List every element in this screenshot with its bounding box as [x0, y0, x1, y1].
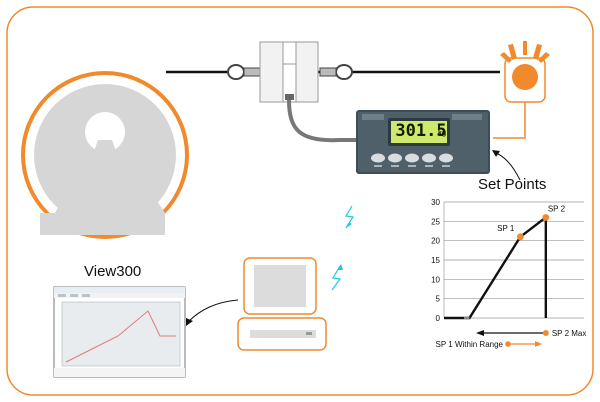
- computer-monitor-icon: [243, 257, 317, 315]
- load-cell-icon: [227, 41, 353, 103]
- beacon-wire: [493, 102, 526, 139]
- y-tick-label: 30: [431, 198, 440, 207]
- sp2-max-marker: [542, 330, 549, 336]
- cable-reel-icon: [21, 71, 189, 239]
- y-tick-label: 5: [436, 295, 441, 304]
- indicator-display-unit: kg: [438, 130, 447, 137]
- set-point-label: SP 1: [497, 224, 515, 233]
- set-point-label: SP 2: [548, 204, 566, 213]
- load-cell-cable: [287, 99, 356, 143]
- wireless-signal-icon-2: [331, 265, 342, 291]
- view300-label: View300: [84, 263, 142, 280]
- view300-window: [53, 286, 186, 378]
- y-tick-label: 20: [431, 237, 440, 246]
- y-tick-label: 15: [431, 256, 440, 265]
- view300-arrowhead: [186, 318, 193, 326]
- sp2-max-arrowhead: [476, 330, 484, 336]
- set-point-marker: [542, 214, 550, 221]
- y-tick-label: 10: [431, 275, 440, 284]
- sp1-range-arrowhead: [535, 341, 542, 347]
- set-points-label: Set Points: [478, 176, 547, 193]
- indicator-display-value: 301.5: [395, 121, 447, 141]
- y-tick-label: 0: [436, 314, 441, 323]
- set-points-arrowhead: [492, 150, 500, 157]
- computer-base-icon: [237, 317, 327, 351]
- sp2-max-label: SP 2 Max: [552, 329, 587, 338]
- view300-arrow: [187, 299, 239, 323]
- wireless-arrowhead: [346, 222, 352, 228]
- sp1-range-label: SP 1 Within Range: [436, 340, 504, 349]
- weight-indicator-icon: [356, 110, 490, 174]
- wireless-arrowhead-2: [337, 264, 343, 270]
- y-tick-label: 25: [431, 217, 440, 226]
- set-points-chart: 0 5 10 15 20 25 30 SP 1 SP 2 SP 2 Max SP 1 Within …: [431, 198, 586, 349]
- set-point-marker: [516, 233, 524, 241]
- beacon-light-icon: [500, 41, 550, 103]
